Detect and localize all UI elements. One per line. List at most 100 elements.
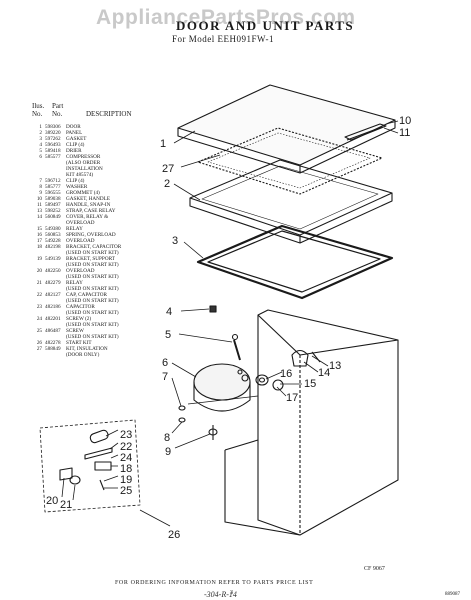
parts-row: 8585777Washer [32, 184, 182, 190]
part-description: Overload [66, 238, 95, 244]
part-description: Strap, Case Relay [66, 208, 116, 214]
parts-row: (Door Only) [32, 352, 182, 358]
parts-row: 1598306Door [32, 124, 182, 130]
part-number: 482279 [45, 280, 61, 286]
parts-row: 6585577Compressor [32, 154, 182, 160]
part-number: 549228 [45, 238, 61, 244]
callout-23: 23 [120, 429, 132, 441]
callout-3: 3 [172, 235, 178, 247]
part-description: Gasket [66, 136, 87, 142]
part-number: 560853 [45, 232, 61, 238]
part-number: 588849 [45, 346, 61, 352]
parts-row: 21482279Relay [32, 280, 182, 286]
ill-number: 7 [39, 178, 42, 184]
ill-number: 8 [39, 184, 42, 190]
callout-9: 9 [165, 446, 171, 458]
ill-number: 6 [39, 154, 42, 160]
part-description: Clip (4) [66, 142, 85, 148]
part-number: 486487 [45, 328, 61, 334]
parts-row: Kit 485574) [32, 172, 182, 178]
parts-row: 5589418Drier [32, 148, 182, 154]
parts-row: 23482186Capacitor [32, 304, 182, 310]
ill-number: 10 [36, 196, 42, 202]
part-description: Drier [66, 148, 82, 154]
insulation-part [197, 127, 383, 195]
callout-16: 16 [280, 368, 292, 380]
watermark: AppliancePartsPros.com [96, 6, 356, 29]
part-number: 482250 [45, 268, 61, 274]
part-description: Bracket, Support [66, 256, 115, 262]
parts-row: 9596555Grommet (4) [32, 190, 182, 196]
part-number: 482186 [45, 304, 61, 310]
parts-row: 27588849Kit, Insulation [32, 346, 182, 352]
handle-part [344, 123, 387, 141]
page-title: DOOR AND UNIT PARTS [176, 18, 355, 33]
compressor-part [187, 363, 259, 412]
callout-13: 13 [329, 360, 341, 372]
ill-number: 25 [36, 328, 42, 334]
parts-row: 24482201Screw (2) [32, 316, 182, 322]
part-number: 549380 [45, 226, 61, 232]
parts-row: 25486487Screw [32, 328, 182, 334]
parts-row: (Used on Start Kit) [32, 286, 182, 292]
parts-row: Overload [32, 220, 182, 226]
mount-hardware [178, 405, 218, 440]
part-number: 389220 [45, 130, 61, 136]
parts-row: (Used on Start Kit) [32, 262, 182, 268]
parts-row: 26482278Start Kit [32, 340, 182, 346]
part-description: Overload [66, 220, 95, 226]
callout-17: 17 [286, 392, 298, 404]
parts-row: (Used on Start Kit) [32, 334, 182, 340]
part-description: Cover, Relay & [66, 214, 109, 220]
callout-10: 10 [399, 115, 411, 127]
part-number: 596493 [45, 142, 61, 148]
ordering-footer: FOR ORDERING INFORMATION REFER TO PARTS … [115, 580, 314, 586]
part-description: Grommet (4) [66, 190, 100, 196]
part-number: 549139 [45, 256, 61, 262]
part-description: Relay [66, 280, 83, 286]
header-ill-no: Ilus. No. [32, 102, 45, 118]
ill-number: 14 [36, 214, 42, 220]
part-number: 560849 [45, 214, 61, 220]
part-number: 482198 [45, 244, 61, 250]
parts-row: (Used on Start Kit) [32, 310, 182, 316]
part-number: 589418 [45, 148, 61, 154]
parts-row: 2389220Panel [32, 130, 182, 136]
callout-7: 7 [162, 371, 168, 383]
ill-number: 9 [39, 190, 42, 196]
figure-code: CF 9067 [364, 566, 385, 572]
parts-row: (Used on Start Kit) [32, 298, 182, 304]
part-description: (Used on Start Kit) [66, 250, 119, 256]
part-description: Cap, Capacitor [66, 292, 107, 298]
part-description: Overload [66, 268, 95, 274]
callout-22: 22 [120, 441, 132, 453]
parts-row: 22482127Cap, Capacitor [32, 292, 182, 298]
drier-part [231, 333, 241, 361]
part-number: 598252 [45, 208, 61, 214]
callout-26: 26 [168, 529, 180, 541]
part-description: Bracket, Capacitor [66, 244, 122, 250]
part-description: Installation [66, 166, 103, 172]
part-description: Compressor [66, 154, 101, 160]
callout-27: 27 [162, 163, 174, 175]
part-number: 589038 [45, 196, 61, 202]
callout-19: 19 [120, 474, 132, 486]
handwritten-note: -304-R-14 [204, 590, 237, 599]
ill-number: 4 [39, 142, 42, 148]
ill-number: 16 [36, 232, 42, 238]
parts-row: (Used on Start Kit) [32, 250, 182, 256]
part-number: 482201 [45, 316, 61, 322]
ill-number: 18 [36, 244, 42, 250]
cabinet-part [224, 309, 399, 536]
part-description: (Used on Start Kit) [66, 310, 119, 316]
parts-row: 10589038Gasket, Handle [32, 196, 182, 202]
callout-24: 24 [120, 452, 132, 464]
ill-number: 22 [36, 292, 42, 298]
header-description: DESCRIPTION [86, 110, 132, 118]
part-description: (Used on Start Kit) [66, 262, 119, 268]
ill-number: 1 [39, 124, 42, 130]
part-description: Spring, Overload [66, 232, 116, 238]
